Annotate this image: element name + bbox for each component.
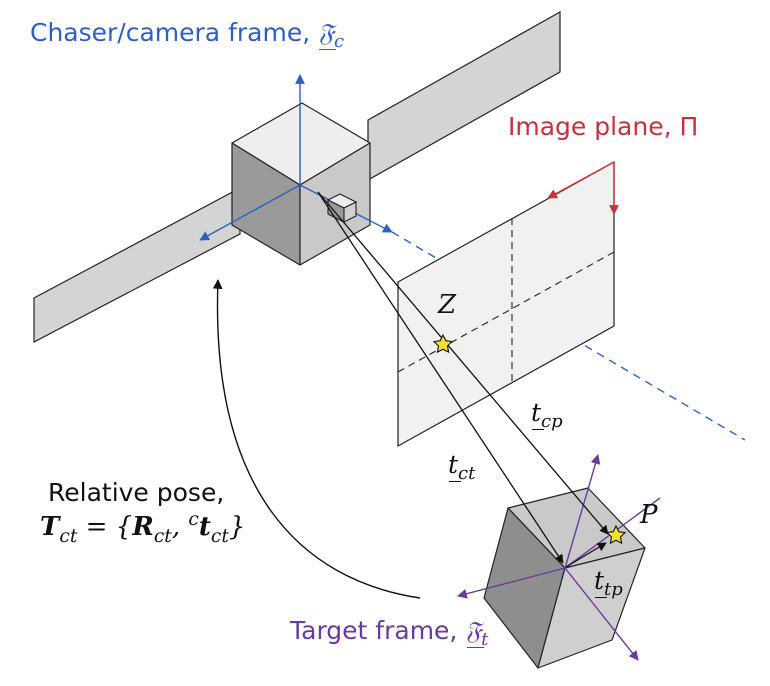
point-p-label: P [640, 500, 658, 530]
t-cp-label: tcp [531, 398, 563, 432]
t-tp-symbol: t [594, 566, 605, 595]
pose-close: } [228, 512, 246, 542]
image-plane [397, 160, 615, 448]
point-z-label: Z [438, 290, 457, 320]
chaser-frame-label: Chaser/camera frame, 𝔉c [30, 18, 344, 52]
chaser-cube [231, 102, 371, 266]
t-cp-symbol: t [531, 398, 542, 427]
pose-comma: , [171, 512, 189, 542]
target-frame-label: Target frame, 𝔉t [290, 616, 488, 650]
pose-T: T [40, 512, 60, 542]
pose-sup: c [188, 508, 199, 530]
pose-R-sub: ct [153, 525, 172, 547]
pose-R: R [132, 512, 154, 542]
pose-t-sub: ct [210, 525, 229, 547]
t-ct-sub: ct [458, 463, 476, 485]
right-solar-panel [367, 10, 561, 182]
image-plane-axes [547, 161, 619, 215]
target-frame-sub: t [481, 629, 489, 651]
t-cp-sub: cp [541, 411, 563, 433]
chaser-frame-text: Chaser/camera frame, [30, 18, 311, 47]
image-plane-label: Image plane, Π [508, 112, 698, 141]
relative-pose-equation: Tct = {Rct, ctct} [40, 508, 246, 547]
chaser-frame-symbol: 𝔉 [318, 18, 334, 47]
target-frame-symbol: 𝔉 [465, 616, 482, 645]
relative-pose-arrow [212, 279, 421, 599]
t-tp-sub: tp [604, 579, 623, 601]
t-ct-label: tct [448, 450, 475, 484]
star-z [432, 333, 454, 354]
position-vectors [317, 191, 609, 568]
left-solar-panel [33, 186, 241, 343]
star-p [605, 524, 627, 545]
pose-t: t [198, 512, 211, 542]
image-plane-symbol: Π [679, 112, 699, 141]
image-plane-text: Image plane, [508, 112, 672, 141]
pose-eq: = { [77, 512, 133, 542]
t-tp-label: ttp [594, 566, 623, 600]
pose-T-sub: ct [59, 525, 78, 547]
t-ct-symbol: t [448, 450, 459, 479]
chaser-frame-sub: c [333, 31, 345, 53]
relative-pose-label: Relative pose, [48, 478, 225, 507]
target-frame-text: Target frame, [290, 616, 458, 645]
